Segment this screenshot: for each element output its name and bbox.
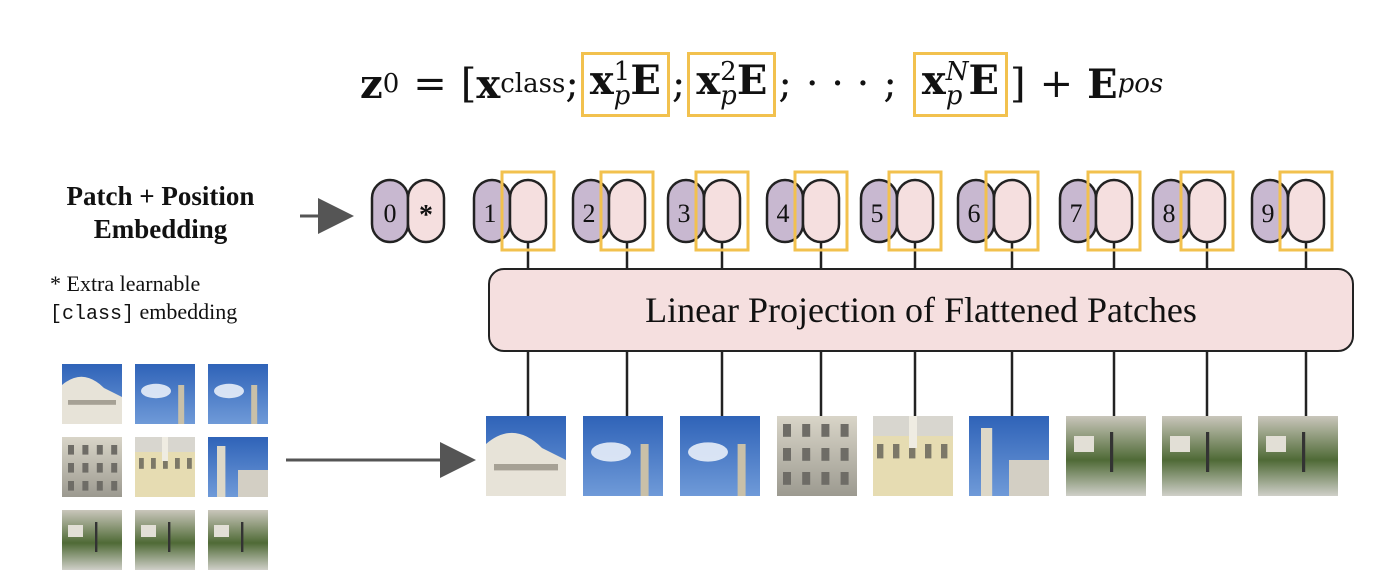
linear-projection-box: Linear Projection of Flattened Patches	[488, 268, 1354, 352]
position-index-8: 8	[1163, 199, 1176, 228]
patch-token-highlight-3	[694, 170, 750, 252]
grid-patch-9	[208, 510, 268, 570]
eq-pos-term: E	[1087, 60, 1118, 108]
grid-patch-8	[135, 510, 195, 570]
eq-class-sub: class	[500, 69, 566, 99]
patch-token-pill-3	[702, 178, 742, 244]
grid-patch-1	[62, 364, 122, 424]
class-token-marker: *	[419, 200, 433, 231]
grid-patch-3	[208, 364, 268, 424]
position-index-4: 4	[777, 199, 790, 228]
grid-patch-5	[135, 437, 195, 497]
position-index-1: 1	[484, 199, 497, 228]
image-patch-grid	[62, 364, 268, 570]
patch-token-highlight-5	[887, 170, 943, 252]
eq-ellipsis: · · ·	[805, 61, 870, 107]
patch-token-pill-2	[607, 178, 647, 244]
arrows	[286, 198, 476, 478]
patch-token-pill-7	[1094, 178, 1134, 244]
position-index-5: 5	[871, 199, 884, 228]
patch-image-9	[1258, 416, 1338, 496]
connector-lines	[526, 242, 1308, 416]
patch-token-highlight-7	[1086, 170, 1142, 252]
eq-class-token: x	[476, 60, 501, 108]
patch-image-5	[873, 416, 953, 496]
grid-patch-4	[62, 437, 122, 497]
patch-image-8	[1162, 416, 1242, 496]
eq-lhs: z	[360, 60, 383, 108]
patch-image-3	[680, 416, 760, 496]
embedding-tokens: 0 * 1 2 3 4 5 6 7 8 9	[370, 170, 1334, 252]
patch-token-pill-9	[1286, 178, 1326, 244]
grid-patch-6	[208, 437, 268, 497]
linear-projection-label: Linear Projection of Flattened Patches	[645, 290, 1197, 330]
patch-image-2	[583, 416, 663, 496]
class-token-pill	[406, 178, 446, 244]
patch-image-1	[486, 416, 566, 496]
eq-lhs-sub: 0	[382, 69, 400, 99]
grid-patch-7	[62, 510, 122, 570]
patch-token-highlight-1	[500, 170, 556, 252]
patch-token-pill-8	[1187, 178, 1227, 244]
patch-sequence	[486, 416, 1338, 496]
position-index-3: 3	[678, 199, 691, 228]
position-index-7: 7	[1070, 199, 1083, 228]
patch-token-pill-5	[895, 178, 935, 244]
patch-token-highlight-9	[1278, 170, 1334, 252]
position-index-2: 2	[583, 199, 596, 228]
class-position-index: 0	[384, 199, 397, 228]
patch-token-pill-6	[992, 178, 1032, 244]
patch-token-pill-1	[508, 178, 548, 244]
patch-token-highlight-2	[599, 170, 655, 252]
patch-image-4	[777, 416, 857, 496]
position-index-6: 6	[968, 199, 981, 228]
patch-token-highlight-6	[984, 170, 1040, 252]
patch-position-embedding-title: Patch + Position Embedding	[66, 181, 255, 244]
patch-token-highlight-8	[1179, 170, 1235, 252]
eq-pos-sub: pos	[1117, 69, 1164, 99]
class-embedding-note: * Extra learnable [class] embedding	[50, 271, 238, 326]
patch-token-pill-4	[801, 178, 841, 244]
patch-image-7	[1066, 416, 1146, 496]
grid-patch-2	[135, 364, 195, 424]
patch-token-highlight-4	[793, 170, 849, 252]
position-index-9: 9	[1262, 199, 1275, 228]
patch-image-6	[969, 416, 1049, 496]
